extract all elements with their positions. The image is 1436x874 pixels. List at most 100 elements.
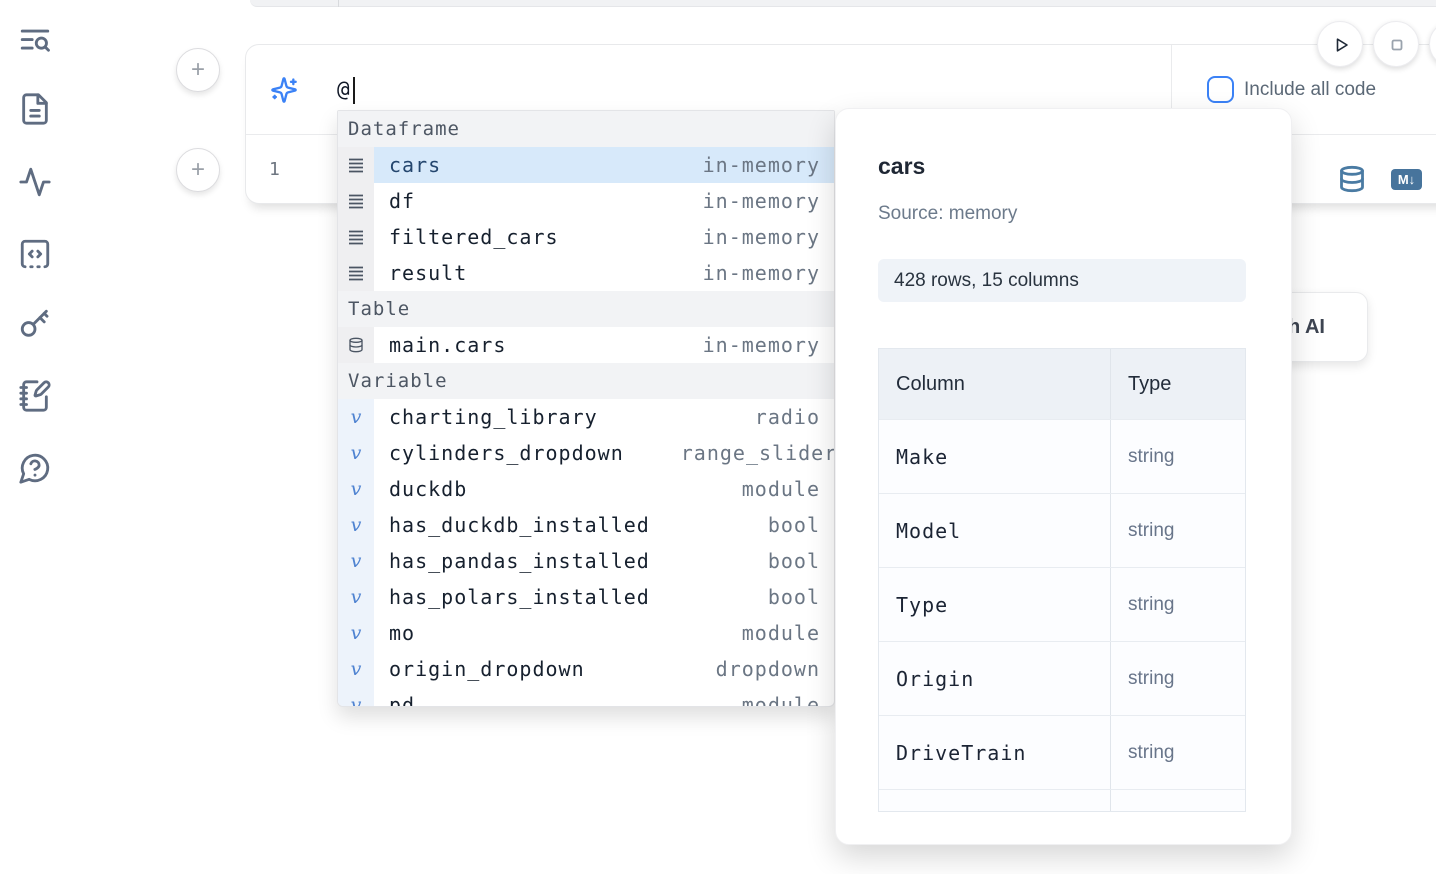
variable-icon: v [350, 550, 362, 572]
variable-icon: v [350, 586, 362, 608]
completion-item-type: range_slider [680, 441, 834, 465]
sidebar-item-scratchpad[interactable] [18, 379, 52, 413]
completion-item-type: bool [767, 513, 820, 537]
column-name-cell: Type [879, 568, 1111, 641]
sidebar-item-secrets[interactable] [18, 307, 52, 341]
column-type-cell: string [1128, 742, 1175, 763]
table-row: Model string [879, 493, 1245, 567]
completion-item-type: in-memory [702, 153, 820, 177]
column-type-cell: string [1128, 520, 1175, 541]
column-header: Column [879, 349, 1111, 419]
completion-section-variable: Variable [338, 363, 834, 399]
completion-item-label: has_duckdb_installed [389, 513, 650, 537]
completion-item-type: dropdown [715, 657, 820, 681]
column-type-cell [1111, 790, 1245, 811]
completion-item-main-cars[interactable]: main.cars in-memory [338, 327, 834, 363]
completion-item-type: in-memory [702, 261, 820, 285]
dataframe-icon [347, 264, 365, 282]
stop-cell-button[interactable] [1373, 21, 1419, 67]
completion-item-label: has_polars_installed [389, 585, 650, 609]
table-row: Origin string [879, 641, 1245, 715]
add-cell-button-top[interactable]: + [176, 48, 220, 92]
completion-item-origin-dropdown[interactable]: v origin_dropdown dropdown [338, 651, 834, 687]
completion-item-label: charting_library [389, 405, 598, 429]
variable-icon: v [350, 478, 362, 500]
ai-prompt-input[interactable]: @ [337, 77, 350, 101]
completion-item-label: cylinders_dropdown [389, 441, 624, 465]
completion-item-mo[interactable]: v mo module [338, 615, 834, 651]
completion-item-label: df [389, 189, 416, 213]
completion-item-label: origin_dropdown [389, 657, 585, 681]
completion-item-label: filtered_cars [389, 225, 559, 249]
table-icon [348, 337, 364, 353]
preview-source: Source: memory [878, 203, 1018, 224]
column-type-cell: string [1128, 668, 1175, 689]
table-row: Make string [879, 419, 1245, 493]
column-name-cell: Make [879, 420, 1111, 493]
completion-item-type: in-memory [702, 333, 820, 357]
completion-item-label: pd [389, 693, 416, 707]
completion-item-label: result [389, 261, 468, 285]
completion-item-has-polars-installed[interactable]: v has_polars_installed bool [338, 579, 834, 615]
completion-item-type: bool [767, 585, 820, 609]
run-cell-button[interactable] [1317, 21, 1363, 67]
sidebar-item-table-of-contents[interactable] [18, 24, 52, 58]
dataframe-preview-panel: cars Source: memory 428 rows, 15 columns… [835, 108, 1292, 845]
sidebar-item-snippets[interactable] [18, 237, 52, 271]
play-icon [1336, 38, 1348, 52]
preview-schema-table: Column Type Make string Model string Typ… [878, 348, 1246, 812]
completion-item-duckdb[interactable]: v duckdb module [338, 471, 834, 507]
code-editor-row[interactable]: 1 M↓ [246, 135, 1436, 204]
add-cell-button-bottom[interactable]: + [176, 148, 220, 192]
completion-item-result[interactable]: result in-memory [338, 255, 834, 291]
sidebar-item-help[interactable] [18, 451, 52, 485]
completion-item-label: duckdb [389, 477, 468, 501]
column-name-cell: Model [879, 494, 1111, 567]
dataframe-icon [347, 192, 365, 210]
schema-table-header: Column Type [879, 349, 1245, 419]
variable-icon: v [350, 622, 362, 644]
completion-item-label: mo [389, 621, 416, 645]
table-row-clipped [879, 789, 1245, 811]
variable-icon: v [350, 658, 362, 680]
activity-icon [18, 167, 52, 203]
text-cursor [353, 77, 355, 104]
table-row: DriveTrain string [879, 715, 1245, 789]
completion-item-type: module [741, 477, 820, 501]
message-question-icon [18, 453, 52, 489]
database-icon[interactable] [1338, 165, 1366, 193]
completion-item-type: radio [754, 405, 820, 429]
markdown-icon[interactable]: M↓ [1391, 169, 1422, 190]
file-text-icon [18, 93, 52, 130]
dataframe-icon [347, 228, 365, 246]
completion-item-label: main.cars [389, 333, 507, 357]
line-number: 1 [269, 159, 280, 180]
completion-item-label: cars [389, 153, 442, 177]
include-all-code-checkbox[interactable] [1207, 76, 1234, 103]
completion-section-dataframe: Dataframe [338, 111, 834, 147]
variable-icon: v [350, 442, 362, 464]
completion-item-label: has_pandas_installed [389, 549, 650, 573]
previous-cell-bottom-edge [250, 0, 1436, 7]
column-name-cell [879, 790, 1111, 811]
preview-shape-badge: 428 rows, 15 columns [878, 259, 1246, 302]
completion-item-type: bool [767, 549, 820, 573]
sparkles-icon [270, 76, 298, 104]
completion-item-cylinders-dropdown[interactable]: v cylinders_dropdown range_slider [338, 435, 834, 471]
column-type-cell: string [1128, 594, 1175, 615]
column-type-cell: string [1128, 446, 1175, 467]
sidebar-item-dependencies[interactable] [18, 165, 52, 199]
completion-item-has-pandas-installed[interactable]: v has_pandas_installed bool [338, 543, 834, 579]
type-header: Type [1128, 373, 1172, 395]
completion-item-type: module [741, 621, 820, 645]
completion-section-table: Table [338, 291, 834, 327]
sidebar-item-documentation[interactable] [18, 92, 52, 126]
notebook-pen-icon [18, 380, 52, 417]
table-row: Type string [879, 567, 1245, 641]
completion-item-cars[interactable]: cars in-memory [338, 147, 834, 183]
